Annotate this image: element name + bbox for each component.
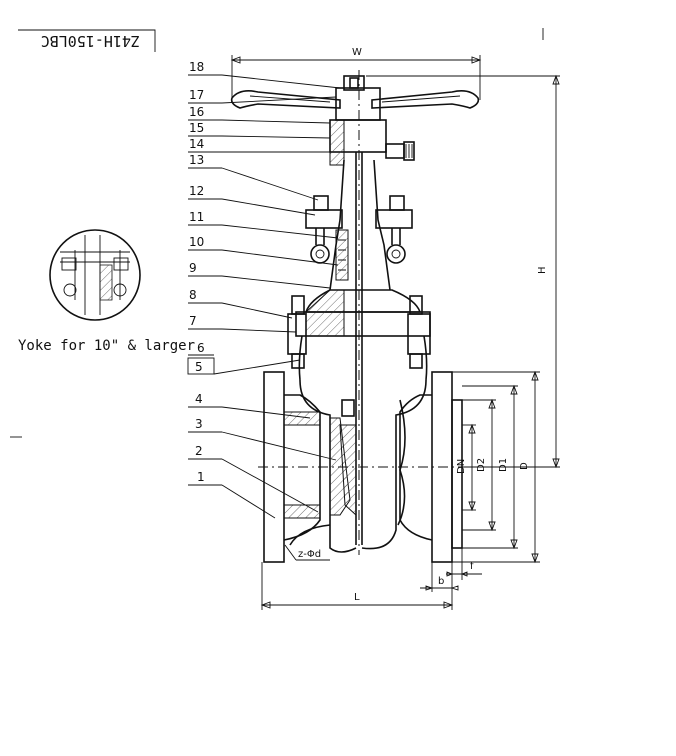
dim-z-phi-d: z-Φd bbox=[298, 549, 321, 560]
callout-2: 2 bbox=[195, 444, 203, 458]
callout-16: 16 bbox=[189, 105, 204, 119]
callout-10: 10 bbox=[189, 235, 204, 249]
callout-18: 18 bbox=[189, 60, 204, 74]
callout-6: 6 bbox=[197, 341, 205, 355]
dim-D2: D2 bbox=[476, 458, 487, 472]
dim-L: L bbox=[354, 592, 360, 603]
callout-1: 1 bbox=[197, 470, 205, 484]
callout-8: 8 bbox=[189, 288, 197, 302]
callout-13: 13 bbox=[189, 153, 204, 167]
callout-4: 4 bbox=[195, 392, 203, 406]
yoke-top bbox=[329, 119, 415, 166]
dim-b: b bbox=[438, 576, 444, 587]
bonnet bbox=[287, 289, 431, 381]
callout-7: 7 bbox=[189, 314, 197, 328]
dim-f: f bbox=[470, 561, 474, 572]
dim-H: H bbox=[537, 266, 548, 274]
dimension-lines: W H D D1 D2 DN L bbox=[230, 47, 560, 610]
detail-caption: Yoke for 10" & larger bbox=[18, 338, 195, 354]
callout-14: 14 bbox=[189, 137, 204, 151]
callout-9: 9 bbox=[189, 261, 197, 275]
dim-DN: DN bbox=[456, 459, 467, 474]
callout-15: 15 bbox=[189, 121, 204, 135]
dim-D1: D1 bbox=[498, 458, 509, 472]
callout-3: 3 bbox=[195, 417, 203, 431]
handwheel bbox=[230, 75, 480, 121]
model-code: Z41H-150LBC bbox=[41, 32, 140, 50]
dim-W: W bbox=[352, 47, 362, 58]
callout-11: 11 bbox=[189, 210, 204, 224]
center-lines bbox=[258, 70, 465, 555]
yoke-detail: Yoke for 10" & larger bbox=[18, 229, 195, 354]
callout-group: 18 17 16 15 14 13 12 11 10 9 8 7 6 5 4 3 bbox=[187, 60, 346, 519]
callout-12: 12 bbox=[189, 184, 204, 198]
callout-5: 5 bbox=[195, 360, 203, 374]
model-code-box: Z41H-150LBC bbox=[18, 29, 156, 52]
callout-17: 17 bbox=[189, 88, 204, 102]
dim-D: D bbox=[519, 462, 530, 470]
